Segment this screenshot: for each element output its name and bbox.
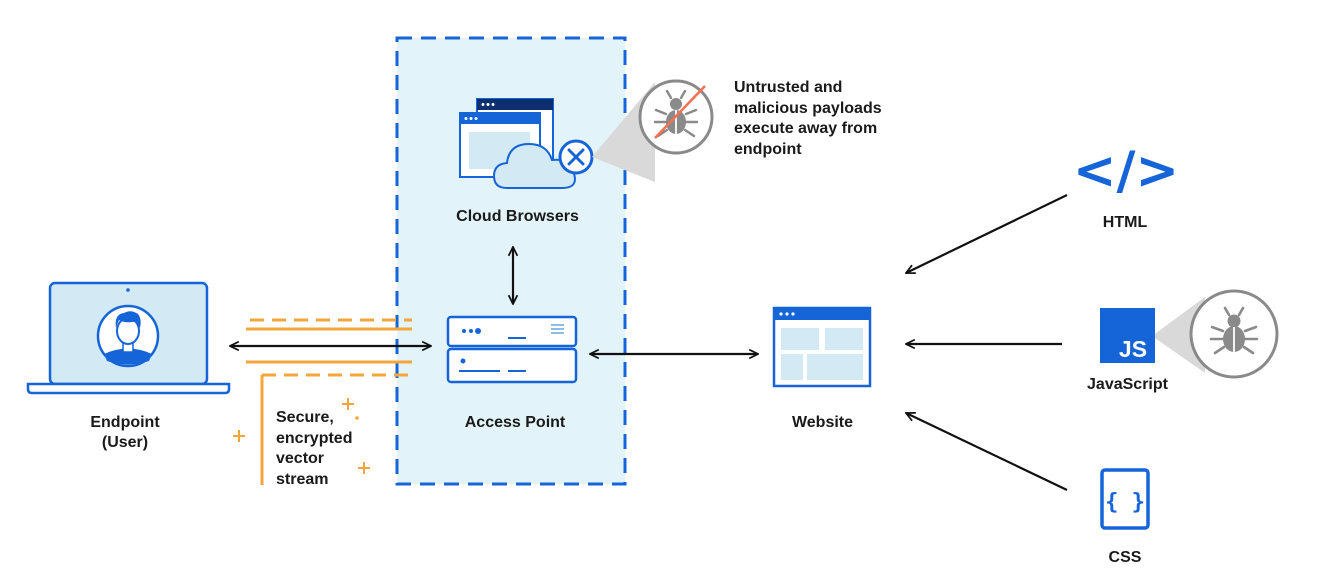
cloud-browsers-label: Cloud Browsers xyxy=(456,208,579,225)
html-label: HTML xyxy=(1102,214,1148,231)
svg-text:JS: JS xyxy=(1119,336,1147,362)
stream-annotation-line: stream xyxy=(276,470,329,488)
css-label: CSS xyxy=(1108,549,1142,566)
stream-annotation-line: Secure, xyxy=(276,409,334,426)
endpoint-label: Endpoint (User) xyxy=(70,413,180,453)
stream-annotation: Secure, encrypted vector stream xyxy=(276,408,386,490)
sparkle-icon xyxy=(233,398,370,474)
svg-text:{ }: { } xyxy=(1105,490,1145,515)
bug-icon xyxy=(1189,289,1279,379)
payload-annotation-line: endpoint xyxy=(734,140,802,158)
payload-annotation-line: Untrusted and xyxy=(734,79,843,96)
callout xyxy=(592,82,655,182)
website-icon xyxy=(772,306,872,388)
javascript-label: JavaScript xyxy=(1087,376,1168,393)
javascript-icon: JS xyxy=(1100,308,1155,363)
encrypted-stream xyxy=(246,318,412,485)
endpoint-label-line: (User) xyxy=(101,434,149,451)
callout xyxy=(1152,297,1205,373)
access-point-label: Access Point xyxy=(464,414,566,431)
server-icon xyxy=(446,315,578,384)
stream-annotation-line: vector xyxy=(276,450,325,467)
css-braces-icon: { } xyxy=(1100,468,1150,530)
website-label: Website xyxy=(791,414,854,431)
close-circle-icon xyxy=(558,139,594,175)
user-avatar-icon xyxy=(96,304,160,368)
bug-icon xyxy=(638,79,714,155)
payload-annotation-line: execute away from xyxy=(734,120,878,137)
stream-annotation-line: encrypted xyxy=(276,429,353,447)
endpoint-label-line: Endpoint xyxy=(90,414,160,431)
html-code-icon: </> xyxy=(1073,141,1179,201)
css-arrow xyxy=(906,413,1068,491)
payload-annotation-line: malicious payloads xyxy=(734,99,882,117)
payload-annotation: Untrusted and malicious payloads execute… xyxy=(734,78,934,160)
html-arrow xyxy=(906,194,1068,273)
